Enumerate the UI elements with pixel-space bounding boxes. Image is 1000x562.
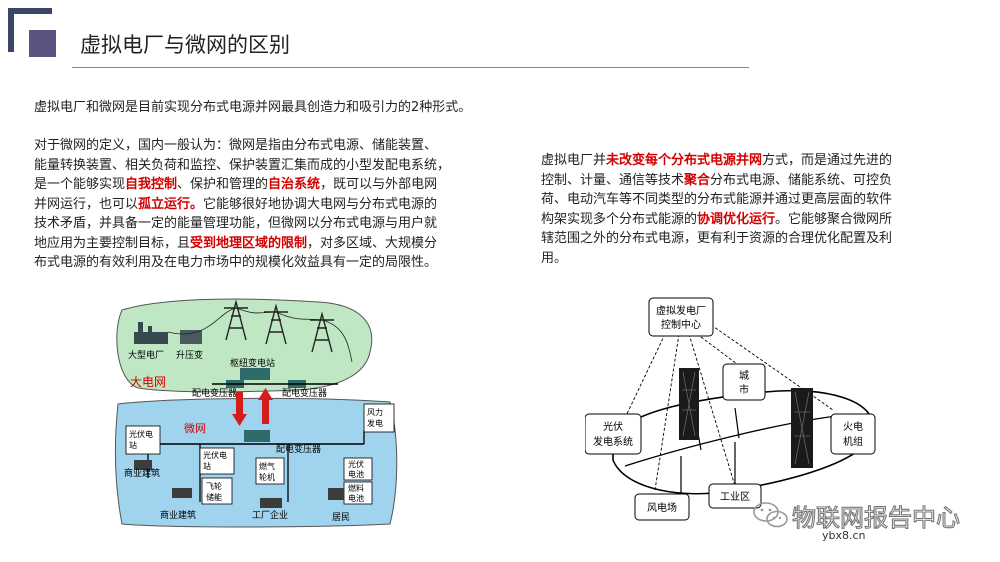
city-node: 城 市	[722, 363, 766, 401]
text-line: 虚拟电厂并未改变每个分布式电源并网方式，而是通过先进的	[541, 153, 893, 168]
svg-text:站: 站	[129, 440, 137, 450]
text-line: 能量转换装置、相关负荷和监控、保护装置汇集而成的小型发配电系统，	[34, 157, 451, 173]
wind-power-box: 风力 发电	[363, 403, 395, 433]
vpp-diagram: 虚拟发电厂 控制中心 城 市 光伏 发电系统 火电 机组 风电场 工业区	[585, 297, 876, 521]
large-plant-label: 大型电厂	[128, 349, 164, 361]
text-line: 并网运行，也可以孤立运行。它能够很好地协调大电网与分布式电源的	[34, 196, 438, 212]
corner-square-decoration	[29, 30, 56, 57]
svg-text:燃气: 燃气	[259, 461, 275, 471]
text-line: 辖范围之外的分布式电源，更有利于资源的合理优化配置及利	[541, 231, 893, 246]
building-icon	[134, 460, 344, 508]
vpp-description-paragraph: 虚拟电厂并未改变每个分布式电源并网方式，而是通过先进的 控制、计量、通信等技术聚…	[541, 151, 957, 268]
svg-text:虚拟发电厂: 虚拟发电厂	[656, 304, 706, 317]
fuel-cell-box: 燃料 电池	[343, 481, 373, 505]
transmission-tower-icon	[679, 368, 699, 440]
svg-text:站: 站	[203, 461, 211, 471]
text-line: 构架实现多个分布式能源的协调优化运行。它能够聚合微网所	[541, 211, 893, 227]
svg-text:市: 市	[739, 383, 749, 396]
svg-text:机组: 机组	[843, 435, 863, 448]
microgrid-label: 微网	[184, 421, 206, 435]
transmission-tower-icon	[224, 299, 334, 353]
residents-label: 居民	[332, 512, 350, 523]
intro-text: 虚拟电厂和微网是目前实现分布式电源并网最具创造力和吸引力的2种形式。	[34, 100, 472, 115]
page-title: 虚拟电厂与微网的区别	[80, 33, 290, 57]
svg-text:光伏: 光伏	[348, 459, 364, 469]
power-plant-icon	[134, 322, 168, 344]
highlight-autonomous-system: 自治系统	[268, 177, 321, 192]
highlight-coordinated-optimization: 协调优化运行	[697, 211, 776, 227]
industrial-zone-node: 工业区	[708, 483, 762, 509]
power-flow-down-arrow	[232, 392, 247, 426]
hub-substation-label: 枢纽变电站	[230, 357, 275, 369]
gas-turbine-box: 燃气 轮机	[255, 457, 285, 485]
svg-text:燃料: 燃料	[348, 483, 364, 493]
step-up-label: 升压变	[176, 349, 203, 361]
svg-text:发电: 发电	[367, 418, 383, 428]
svg-text:电池: 电池	[348, 469, 364, 479]
dist-transformer-label-2: 配电变压器	[282, 387, 327, 399]
pv-system-node: 光伏 发电系统	[585, 413, 642, 455]
big-grid-region	[116, 298, 373, 393]
dist-transformer-label-3: 配电变压器	[276, 443, 321, 455]
watermark-url: ybx8.cn	[822, 529, 866, 542]
svg-text:发电系统: 发电系统	[593, 435, 633, 448]
big-grid-label: 大电网	[130, 375, 166, 389]
highlight-geographic-limit: 受到地理区域的限制	[190, 235, 308, 251]
transmission-tower-icon	[791, 388, 813, 468]
text-line: 用。	[541, 250, 568, 266]
thermal-unit-node: 火电 机组	[830, 413, 876, 455]
control-center-node: 虚拟发电厂 控制中心	[648, 297, 714, 337]
microgrid-definition-paragraph: 对于微网的定义，国内一般认为：微网是指由分布式电源、储能装置、 能量转换装置、相…	[34, 136, 508, 273]
text-line: 荷、电动汽车等不同类型的分布式能源并通过更高层面的软件	[541, 192, 893, 207]
text-line: 地应用为主要控制目标，且受到地理区域的限制，对多区域、大规模分	[34, 235, 438, 251]
text-line: 是一个能够实现自我控制、保护和管理的自治系统，既可以与外部电网	[34, 177, 438, 192]
svg-text:风电场: 风电场	[647, 501, 677, 514]
svg-text:风力: 风力	[367, 407, 383, 417]
svg-text:物联网报告中心: 物联网报告中心	[792, 504, 960, 532]
step-up-transformer-icon	[180, 330, 202, 344]
microgrid-diagram: 大型电厂 升压变 枢纽变电站 大电网 配电变压器 配电变压器 微网 光伏电 站 …	[114, 298, 398, 528]
highlight-grid-connection: 未改变每个分布式电源并网	[606, 153, 763, 168]
svg-text:电池: 电池	[348, 493, 364, 503]
svg-text:火电: 火电	[843, 420, 863, 433]
flywheel-storage-box: 飞轮 储能	[201, 477, 233, 505]
commercial-label-2: 商业建筑	[160, 509, 196, 521]
pv-station-box: 光伏电 站	[125, 425, 161, 455]
factory-label: 工厂企业	[252, 509, 288, 521]
text-line: 控制、计量、通信等技术聚合分布式电源、储能系统、可控负	[541, 172, 893, 188]
power-line	[167, 307, 353, 363]
svg-text:光伏: 光伏	[603, 420, 623, 433]
watermark-brand: 物联网报告中心	[791, 503, 960, 532]
highlight-island-operation: 孤立运行。	[138, 196, 204, 212]
power-flow-up-arrow	[258, 388, 273, 424]
highlight-self-control: 自我控制	[125, 177, 178, 192]
pv-station-box: 光伏电 站	[199, 447, 235, 475]
dist-transformer-label-1: 配电变压器	[192, 387, 237, 399]
title-divider	[72, 67, 749, 68]
pv-cell-box: 光伏 电池	[343, 457, 373, 481]
svg-text:光伏电: 光伏电	[203, 450, 227, 460]
text-line: 技术矛盾，并具备一定的能量管理功能，但微网以分布式电源与用户就	[34, 216, 438, 231]
wind-farm-node: 风电场	[634, 493, 690, 521]
svg-text:飞轮: 飞轮	[206, 481, 222, 491]
svg-text:工业区: 工业区	[720, 491, 750, 503]
svg-text:城: 城	[739, 370, 749, 382]
svg-text:光伏电: 光伏电	[129, 429, 153, 439]
svg-text:控制中心: 控制中心	[661, 318, 701, 331]
wechat-icon	[753, 502, 788, 528]
text-line: 布式电源的有效利用及在电力市场中的规模化效益具有一定的局限性。	[34, 255, 438, 270]
text-line: 对于微网的定义，国内一般认为：微网是指由分布式电源、储能装置、	[34, 138, 438, 153]
svg-text:储能: 储能	[206, 492, 222, 502]
commercial-label-1: 商业建筑	[124, 467, 160, 479]
highlight-aggregate: 聚合	[684, 172, 711, 188]
transformer-icon	[244, 430, 270, 442]
svg-text:轮机: 轮机	[259, 472, 275, 482]
corner-bracket-decoration	[8, 8, 52, 52]
